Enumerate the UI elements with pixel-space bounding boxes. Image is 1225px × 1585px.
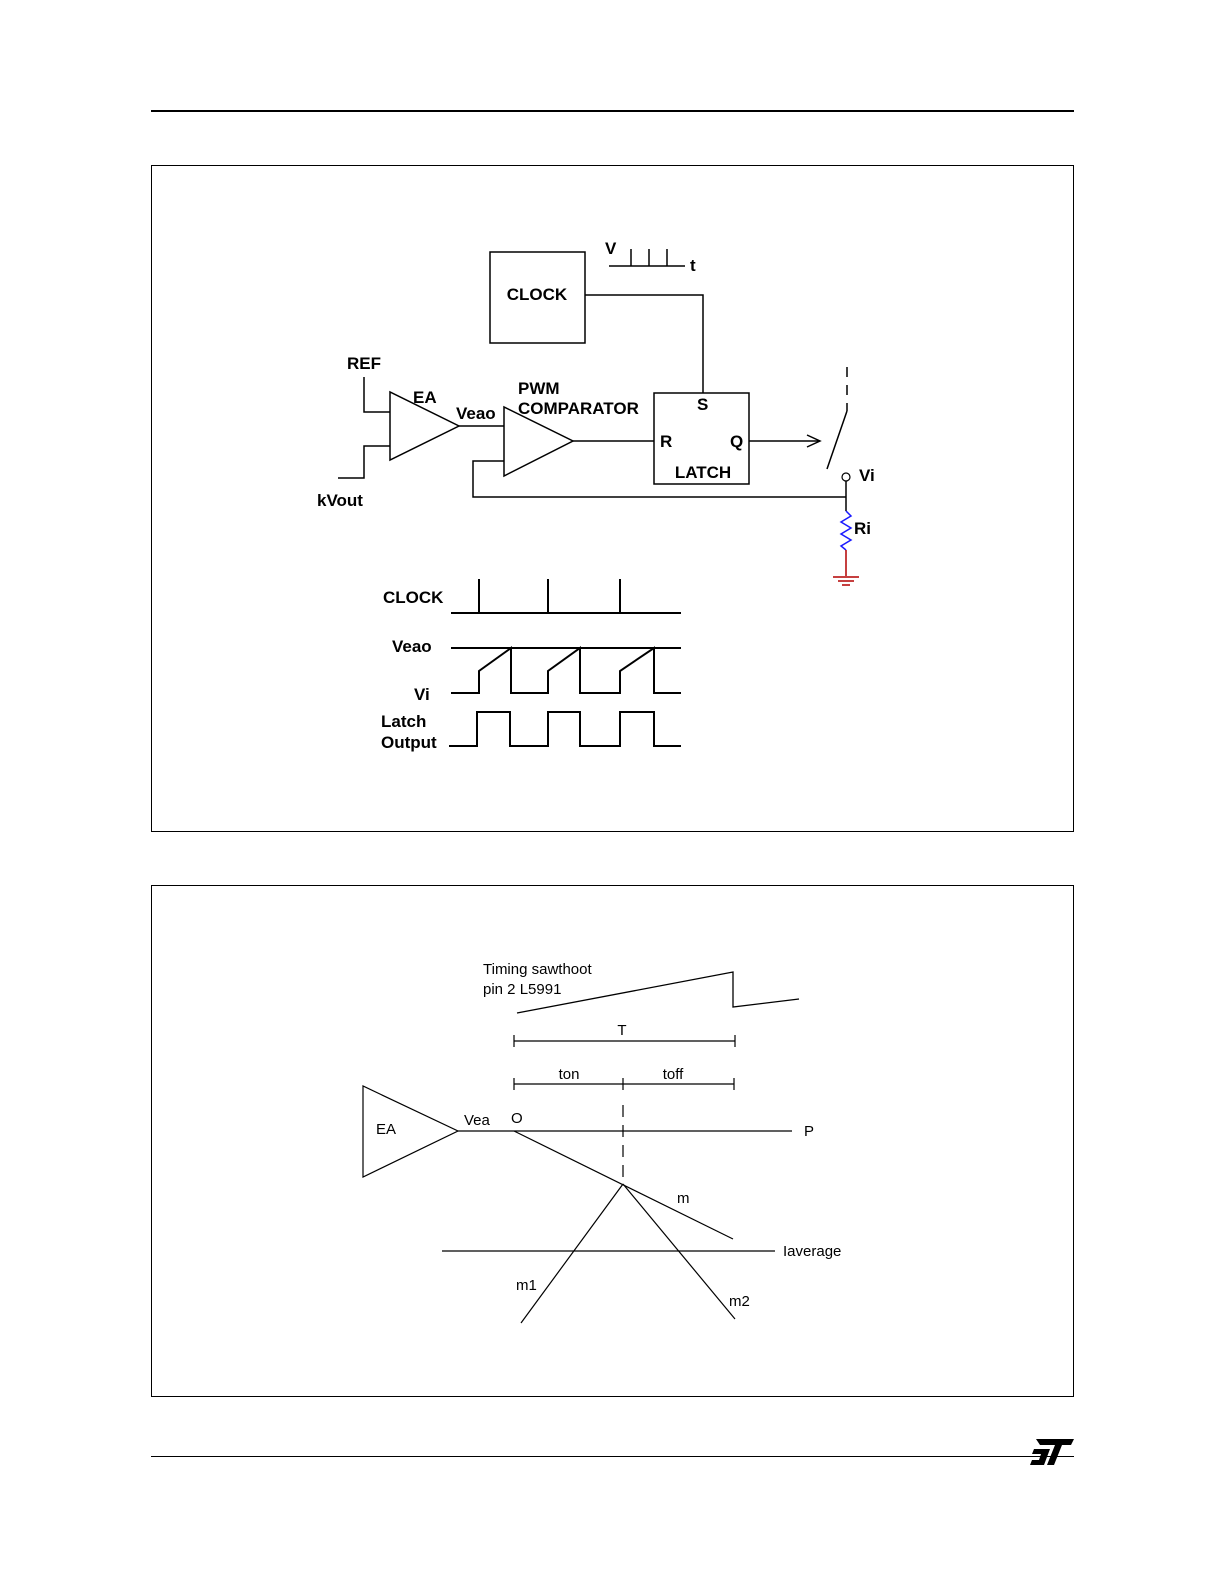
st-logo-icon: ST bbox=[1030, 1437, 1076, 1467]
ton-label: ton bbox=[559, 1066, 580, 1083]
ton-toff-bracket bbox=[514, 1078, 734, 1090]
clock-block-label: CLOCK bbox=[507, 285, 568, 304]
ref-label: REF bbox=[347, 354, 381, 373]
slope-compensation-diagram: Timing sawthoot pin 2 L5991 T ton toff E… bbox=[152, 886, 1073, 1396]
clock-axis-t: t bbox=[690, 256, 696, 275]
latch-q: Q bbox=[730, 432, 743, 451]
st-logo-text: ST bbox=[1030, 1437, 1032, 1438]
latch-r: R bbox=[660, 432, 672, 451]
vi-label: Vi bbox=[859, 466, 875, 485]
vea-label: Vea bbox=[464, 1112, 491, 1129]
kvout-label: kVout bbox=[317, 491, 363, 510]
toff-label: toff bbox=[663, 1066, 684, 1083]
veao-label: Veao bbox=[456, 404, 496, 423]
ri-label: Ri bbox=[854, 519, 871, 538]
slope-m1-line bbox=[521, 1184, 623, 1323]
o-label: O bbox=[511, 1110, 523, 1127]
vi-node bbox=[842, 473, 850, 481]
p-label: P bbox=[804, 1123, 814, 1140]
m2-label: m2 bbox=[729, 1293, 750, 1310]
latch-s: S bbox=[697, 395, 708, 414]
ea-label-2: EA bbox=[376, 1121, 396, 1138]
pwm-label-2: COMPARATOR bbox=[518, 399, 639, 418]
clock-axis-v: V bbox=[605, 239, 617, 258]
latch-name: LATCH bbox=[675, 463, 731, 482]
period-t-label: T bbox=[617, 1022, 626, 1039]
wave-latch-output bbox=[449, 712, 681, 746]
ground-symbol bbox=[833, 577, 859, 585]
header-rule bbox=[151, 110, 1074, 112]
pwm-control-diagram: CLOCK V t REF EA kVout Veao PWM COMPARAT… bbox=[152, 166, 1073, 831]
switch-blade bbox=[827, 411, 847, 469]
footer-rule bbox=[151, 1456, 1074, 1457]
resistor-ri bbox=[841, 511, 851, 550]
wave-veao-label: Veao bbox=[392, 637, 432, 656]
wave-vi bbox=[451, 648, 681, 693]
sawtooth-label-1: Timing sawthoot bbox=[483, 961, 592, 978]
sawtooth-label-2: pin 2 L5991 bbox=[483, 981, 561, 998]
figure-1-frame: CLOCK V t REF EA kVout Veao PWM COMPARAT… bbox=[151, 165, 1074, 832]
figure-2-frame: Timing sawthoot pin 2 L5991 T ton toff E… bbox=[151, 885, 1074, 1397]
wave-latch-label-1: Latch bbox=[381, 712, 426, 731]
wave-vi-label: Vi bbox=[414, 685, 430, 704]
wave-latch-label-2: Output bbox=[381, 733, 437, 752]
m1-label: m1 bbox=[516, 1277, 537, 1294]
pwm-label-1: PWM bbox=[518, 379, 560, 398]
iaverage-label: Iaverage bbox=[783, 1243, 841, 1260]
m-label: m bbox=[677, 1190, 690, 1207]
ea-label: EA bbox=[413, 388, 437, 407]
wave-clock-label: CLOCK bbox=[383, 588, 444, 607]
